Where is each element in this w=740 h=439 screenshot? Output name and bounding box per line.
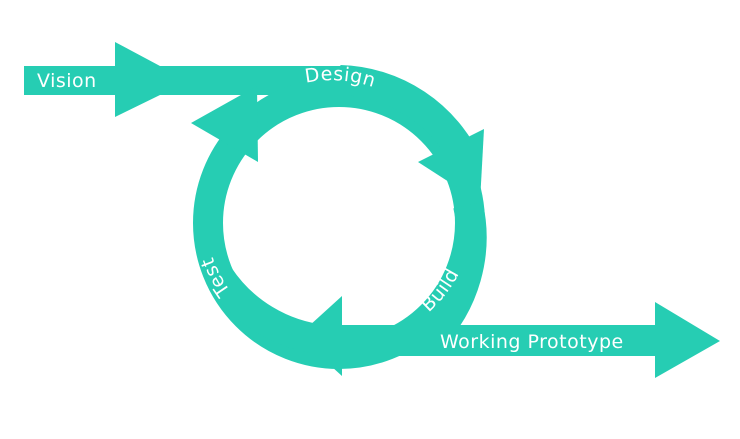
vision-arrow	[24, 42, 348, 117]
build-arrowhead	[418, 129, 484, 202]
working-prototype-label: Working Prototype	[440, 331, 624, 353]
design-arrowhead	[191, 86, 258, 162]
vision-label: Vision	[37, 70, 97, 92]
cycle-shapes	[24, 42, 720, 378]
working-prototype-arrow	[340, 302, 720, 378]
test-arrowhead	[298, 296, 342, 376]
